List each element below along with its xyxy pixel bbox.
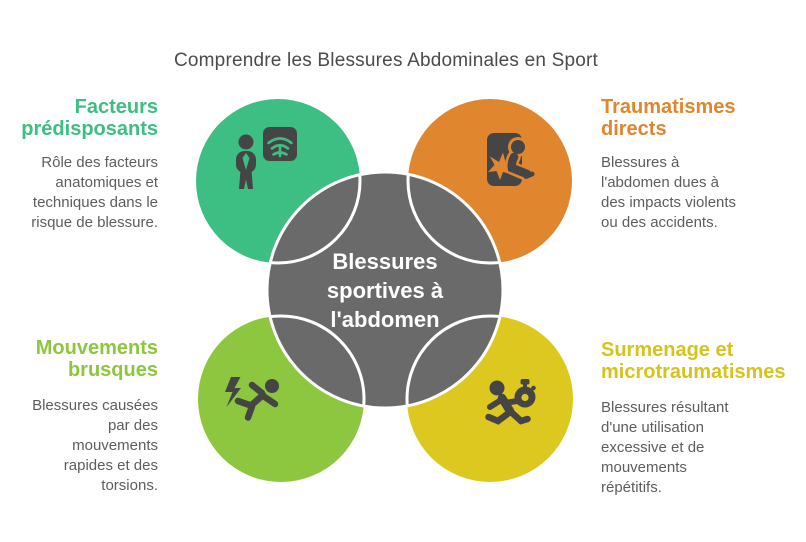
center-circle [265, 170, 505, 410]
body-surmenage-microtraumatismes: Blessures résultant d'une utilisation ex… [601, 399, 729, 496]
person-xray-icon [236, 127, 297, 189]
heading-mouvements-brusques: Mouvements brusques [35, 337, 158, 381]
body-mouvements-brusques: Blessures causées par des mouvements rap… [32, 397, 158, 494]
heading-traumatismes-directs: Traumatismes directs [601, 96, 736, 140]
heading-facteurs-predisposants: Facteurs prédisposants [21, 96, 158, 140]
impact-collision-icon [487, 133, 535, 186]
falling-person-icon [225, 377, 279, 421]
body-facteurs-predisposants: Rôle des facteurs anatomiques et techniq… [31, 154, 158, 231]
page-title: Comprendre les Blessures Abdominales en … [173, 50, 599, 71]
center-circle-label: Blessures sportives à l'abdomen [326, 249, 444, 332]
runner-stopwatch-icon [485, 379, 536, 425]
heading-surmenage-microtraumatismes: Surmenage et microtraumatismes [601, 339, 786, 383]
body-traumatismes-directs: Blessures à l'abdomen dues à des impacts… [601, 154, 737, 231]
overlap-arcs [267, 172, 503, 408]
